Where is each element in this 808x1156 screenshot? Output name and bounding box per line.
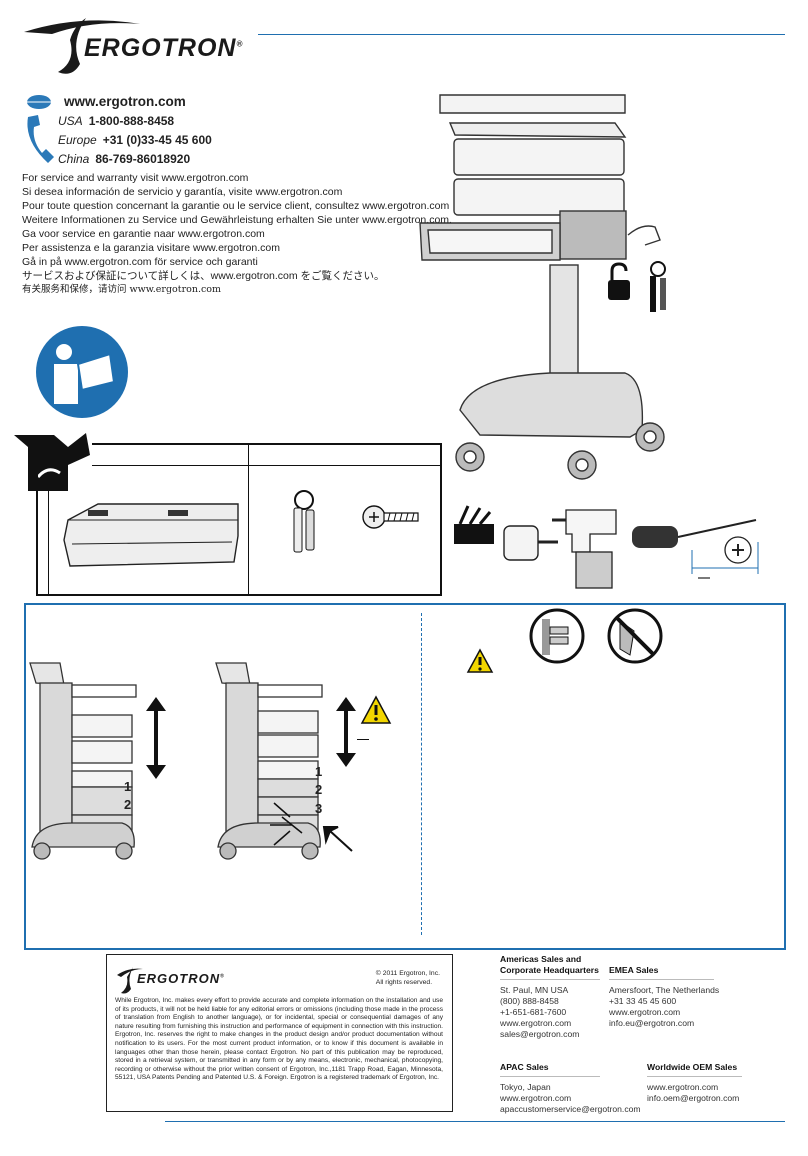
box-table-mid [92,465,441,466]
right-cart-drawers-figure [215,662,356,860]
office-heading: Americas Sales and [500,954,582,964]
drawer-illustration [63,503,239,567]
office-rule [500,1076,600,1077]
header-rule [258,34,785,35]
warning-icon [360,695,392,724]
service-line: サービスおよび保証について詳しくは、www.ergotron.com をご覧くだ… [22,270,385,282]
copyright: © 2011 Ergotron, Inc. All rights reserve… [376,969,440,987]
key-pair-icon [293,490,315,553]
service-line: Per assistenza e la garanzia visitare ww… [22,242,280,254]
office-line[interactable]: www.ergotron.com [609,1007,681,1017]
office-line: Amersfoort, The Netherlands [609,985,720,995]
office-heading: EMEA Sales [609,965,659,975]
box-table-top [92,443,441,445]
phone-region: Europe [58,132,97,147]
drawer-number: 1 [124,779,132,794]
box-table-bottom [36,594,442,596]
phone-region: USA [58,113,83,128]
keys-icon [650,261,666,312]
brand-name: ERGOTRON [137,971,221,986]
office-line: +1-651-681-7600 [500,1007,567,1017]
footer-logo: ERGOTRON® [115,963,255,997]
service-line: Gå in på www.ergotron.com för service oc… [22,256,258,268]
mouse-icon [27,94,51,109]
read-manual-icon [36,326,128,418]
box-table-left [36,465,38,596]
office-line: (800) 888-8458 [500,996,559,1006]
office-line[interactable]: www.ergotron.com [647,1082,719,1092]
service-line: Pour toute question concernant la garant… [22,200,450,212]
box-table-left-inner [48,490,49,595]
office-line[interactable]: www.ergotron.com [500,1018,572,1028]
office-americas: Americas Sales and Corporate Headquarter… [500,954,610,1040]
office-line[interactable]: sales@ergotron.com [500,1029,580,1039]
brand-name: ERGOTRON [84,34,237,62]
allowed-position-icon [529,608,585,664]
panel-divider [421,613,422,935]
service-line: For service and warranty visit www.ergot… [22,172,249,184]
office-heading: Worldwide OEM Sales [647,1062,738,1072]
prohibited-position-icon [607,608,663,664]
registered-mark: ® [236,39,244,49]
cart-illustration [419,94,665,480]
office-apac: APAC Sales Tokyo, Japan www.ergotron.com… [500,1062,650,1115]
contact-block: www.ergotron.com USA 1-800-888-8458 Euro… [22,92,452,297]
legal-box: ERGOTRON® © 2011 Ergotron, Inc. All righ… [106,954,453,1112]
screwdriver-icon [632,519,759,579]
drawer-number: 2 [315,782,323,797]
website-row: www.ergotron.com [22,92,442,111]
unlocked-padlock-icon [608,262,630,300]
phone-row-china: China 86-769-86018920 [58,149,442,168]
header-logo: ERGOTRON® [22,12,252,76]
office-heading: APAC Sales [500,1062,549,1072]
office-line: St. Paul, MN USA [500,985,569,995]
phone-row-europe: Europe +31 (0)33-45 45 600 [58,130,442,149]
screw-icon [362,505,419,529]
registered-mark: ® [220,973,225,980]
copyright-line: © 2011 Ergotron, Inc. [375,970,440,977]
copyright-line: All rights reserved. [375,979,433,986]
left-cart-drawers-figure [29,662,166,860]
office-emea: EMEA Sales Amersfoort, The Netherlands +… [609,965,749,1029]
ergotron-swoosh-icon [24,18,140,74]
service-lines: For service and warranty visit www.ergot… [22,171,452,297]
service-line: 有关服务和保修，请访问 www.ergotron.com [22,284,222,295]
phone-row-usa: USA 1-800-888-8458 [58,111,442,130]
office-line: Tokyo, Japan [500,1082,551,1092]
phone-region: China [58,151,90,166]
ergotron-swoosh-icon [117,967,143,994]
instruction-panel [24,603,786,950]
box-table-right [440,443,442,596]
footer-rule [165,1121,785,1122]
office-oem: Worldwide OEM Sales www.ergotron.com inf… [647,1062,767,1104]
website-link[interactable]: www.ergotron.com [64,94,186,109]
service-line: Ga voor service en garantie naar www.erg… [22,228,265,240]
warning-dash [357,739,369,740]
box-table-divider [248,443,249,595]
power-drill-icon [552,509,617,589]
office-rule [500,979,600,980]
phone-icon [27,115,54,163]
office-line[interactable]: apaccustomerservice@ergotron.com [500,1104,641,1114]
office-line[interactable]: info.eu@ergotron.com [609,1018,695,1028]
toolbox-icon [454,505,494,544]
office-line: +31 33 45 45 600 [609,996,677,1006]
socket-wrench-icon [503,525,558,561]
drawer-number: 3 [315,801,323,816]
office-line[interactable]: info.oem@ergotron.com [647,1093,740,1103]
office-rule [647,1076,742,1077]
phone-number[interactable]: 1-800-888-8458 [88,113,175,128]
phone-number[interactable]: +31 (0)33-45 45 600 [102,132,212,147]
office-line[interactable]: www.ergotron.com [500,1093,572,1103]
legal-text: While Ergotron, Inc. makes every effort … [115,997,443,1082]
office-rule [609,979,714,980]
drawer-number: 2 [124,797,132,812]
warning-icon [466,648,494,673]
office-heading: Corporate Headquarters [500,965,599,975]
service-line: Weitere Informationen zu Service und Gew… [22,214,452,226]
phone-number[interactable]: 86-769-86018920 [95,151,191,166]
service-line: Si desea información de servicio y garan… [22,186,343,198]
drawer-number: 1 [315,764,323,779]
box-icon [14,433,90,491]
